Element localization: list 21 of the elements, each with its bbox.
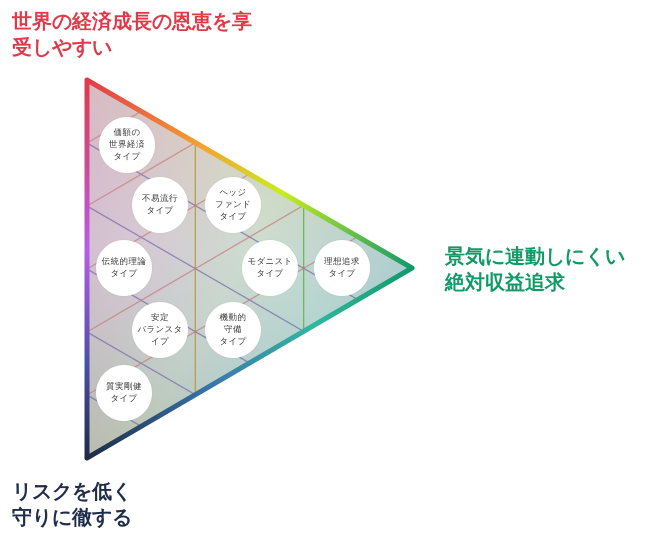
type-circle [96, 365, 152, 421]
type-label: ヘッジファンドタイプ [215, 187, 251, 223]
type-circle [132, 177, 188, 233]
type-label: 理想追求タイプ [324, 256, 360, 280]
type-circle [205, 177, 261, 233]
type-label: 伝統的理論タイプ [102, 256, 146, 280]
type-label: 機動的守備タイプ [220, 312, 246, 348]
corner-label: リスクを低く守りに徹する [12, 478, 133, 530]
type-label: 安定バランスタイプ [138, 312, 182, 348]
type-label: 価額の世界経済タイプ [109, 127, 145, 163]
type-label: 不易流行タイプ [142, 193, 178, 217]
type-circle [132, 302, 188, 358]
type-label: 質実剛健タイプ [106, 381, 142, 405]
type-label: モダニストタイプ [248, 256, 292, 280]
type-circle [99, 117, 155, 173]
type-circle [96, 240, 152, 296]
type-circle [205, 302, 261, 358]
corner-label: 世界の経済成長の恩恵を享受しやすい [12, 8, 253, 60]
type-circle [242, 240, 298, 296]
type-circle [314, 240, 370, 296]
corner-label: 景気に連動しにくい絶対収益追求 [445, 243, 626, 295]
